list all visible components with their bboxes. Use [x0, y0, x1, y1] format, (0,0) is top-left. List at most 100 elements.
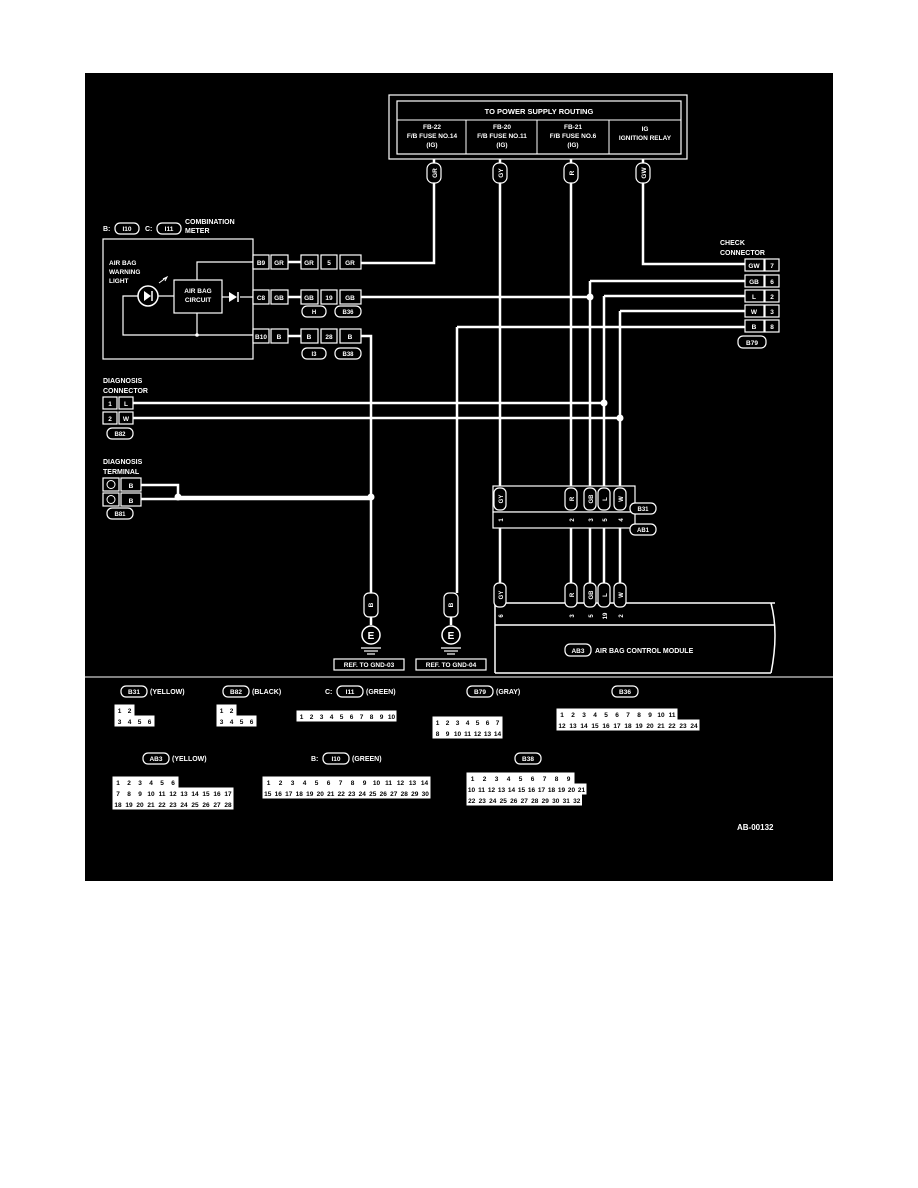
b31-pin-5: 5 — [138, 719, 142, 726]
power-col-3-line1: FB-21 — [564, 124, 582, 131]
b36-pin-6: 6 — [615, 712, 619, 719]
ground-1-label: E — [368, 631, 375, 642]
junction-dots — [174, 293, 624, 501]
b82-pin-1: 1 — [220, 708, 224, 715]
b38-pin-5: 5 — [519, 776, 523, 783]
ab3-pin-2: 2 — [127, 780, 131, 787]
b36-pin-24: 24 — [690, 723, 698, 730]
b38-pin-32: 32 — [573, 798, 581, 805]
check-row-5-color: B — [752, 324, 757, 331]
diag-connector-tag: B82 — [114, 432, 126, 438]
i10-pin-21: 21 — [327, 791, 335, 798]
i10-tag: I10 — [331, 756, 340, 763]
ab1-pin-1: 1 — [499, 518, 505, 522]
power-col-1-line3: (IG) — [426, 142, 437, 149]
check-connector: CHECK CONNECTOR GW 7 GB 6 L 2 W 3 B 8 B7… — [720, 240, 780, 349]
i10-pin-25: 25 — [369, 791, 377, 798]
b36-pin-10: 10 — [657, 712, 665, 719]
b38-pin-1: 1 — [471, 776, 475, 783]
power-col-1-line1: FB-22 — [423, 124, 441, 131]
joint-row-1-color2: GR — [345, 260, 355, 267]
b38-pin-30: 30 — [552, 798, 560, 805]
diagnosis-terminal: DIAGNOSIS TERMINAL B B B81 — [102, 459, 143, 520]
b38-pin-14: 14 — [508, 787, 516, 794]
i10-pin-4: 4 — [303, 780, 307, 787]
i11-pin-1: 1 — [300, 714, 304, 721]
joint-connector: GR 5 GR GB 19 GB B 28 B H B36 I3 B38 — [288, 254, 362, 360]
b79-pin-3: 3 — [456, 720, 460, 727]
b36-pin-15: 15 — [591, 723, 599, 730]
b38-pin-26: 26 — [510, 798, 518, 805]
joint-row-3-color2: B — [348, 334, 353, 341]
ab1-connector: GY R GB L W 1 2 3 5 4 B31 AB1 — [492, 485, 657, 536]
check-row-1-pin: 7 — [770, 263, 774, 270]
b82-desc: (BLACK) — [252, 689, 281, 696]
check-row-5-pin: 8 — [770, 324, 774, 331]
b79-pin-4: 4 — [466, 720, 470, 727]
b38-pin-27: 27 — [521, 798, 529, 805]
module-color-4: L — [603, 593, 609, 597]
module-pin-2: 3 — [570, 614, 576, 618]
b82-pin-4: 4 — [230, 719, 234, 726]
wiring-diagram-svg: TO POWER SUPPLY ROUTING FB-22 F/B FUSE N… — [85, 94, 833, 832]
power-col-2-line2: F/B FUSE NO.11 — [477, 133, 527, 140]
power-col-4-line1: IG — [642, 126, 649, 133]
b38-pin-9: 9 — [567, 776, 571, 783]
b79-pin-2: 2 — [446, 720, 450, 727]
b79-pin-7: 7 — [496, 720, 500, 727]
b82-tag: B82 — [230, 689, 242, 696]
b38-pin-19: 19 — [558, 787, 566, 794]
b79-pin-8: 8 — [436, 731, 440, 738]
module-tag: AB3 — [571, 648, 584, 655]
b38-pin-18: 18 — [548, 787, 556, 794]
meter-prefix-b: B: — [103, 226, 110, 233]
b38-pin-7: 7 — [543, 776, 547, 783]
i10-pin-27: 27 — [390, 791, 398, 798]
b36-pin-13: 13 — [569, 723, 577, 730]
b36-pin-19: 19 — [635, 723, 643, 730]
diag-terminal-label2: TERMINAL — [103, 469, 140, 476]
ground-1: B E REF. TO GND-03 — [333, 592, 405, 671]
b31-pin-4: 4 — [128, 719, 132, 726]
power-col-3-line2: F/B FUSE NO.6 — [550, 133, 597, 140]
ab1-tag-ab1: AB1 — [637, 528, 650, 534]
ab3-pin-28: 28 — [224, 802, 232, 809]
ground-1-color: B — [368, 602, 375, 607]
ab3-pin-14: 14 — [191, 791, 199, 798]
b36-pin-14: 14 — [580, 723, 588, 730]
ab3-pin-23: 23 — [169, 802, 177, 809]
ab3-pin-15: 15 — [202, 791, 210, 798]
b38-pin-16: 16 — [528, 787, 536, 794]
b79-pin-9: 9 — [446, 731, 450, 738]
b38-tag: B38 — [522, 756, 534, 763]
ground-2-ref: REF. TO GND-04 — [426, 662, 477, 669]
b38-pin-2: 2 — [483, 776, 487, 783]
i10-pin-15: 15 — [264, 791, 272, 798]
meter-conn-b: I10 — [122, 226, 131, 233]
b38-pin-10: 10 — [468, 787, 476, 794]
module-color-2: R — [570, 592, 576, 597]
b38-pin-13: 13 — [498, 787, 506, 794]
ab1-color-4: L — [603, 497, 609, 501]
joint-row-3-color1: B — [307, 334, 312, 341]
check-row-4-pin: 3 — [770, 309, 774, 316]
module-color-1: GY — [499, 591, 505, 600]
b36-pin-11: 11 — [669, 712, 676, 719]
i11-pin-6: 6 — [350, 714, 354, 721]
i10-pin-9: 9 — [363, 780, 367, 787]
b38-pin-4: 4 — [507, 776, 511, 783]
b79-pin-10: 10 — [454, 731, 462, 738]
i11-pin-3: 3 — [320, 714, 324, 721]
i10-pin-30: 30 — [422, 791, 430, 798]
ab3-pin-11: 11 — [159, 791, 166, 798]
power-supply-box: TO POWER SUPPLY ROUTING FB-22 F/B FUSE N… — [388, 94, 688, 160]
diag-term-row-2-color: B — [129, 498, 134, 505]
joint-tag-b36: B36 — [342, 310, 354, 316]
ab1-pin-5: 4 — [619, 518, 625, 522]
i11-pin-9: 9 — [380, 714, 384, 721]
i10-pin-10: 10 — [373, 780, 381, 787]
ab1-color-5: W — [619, 496, 625, 502]
meter-label-1: COMBINATION — [185, 219, 235, 226]
b79-pin-14: 14 — [494, 731, 502, 738]
module-color-3: GB — [589, 590, 595, 600]
